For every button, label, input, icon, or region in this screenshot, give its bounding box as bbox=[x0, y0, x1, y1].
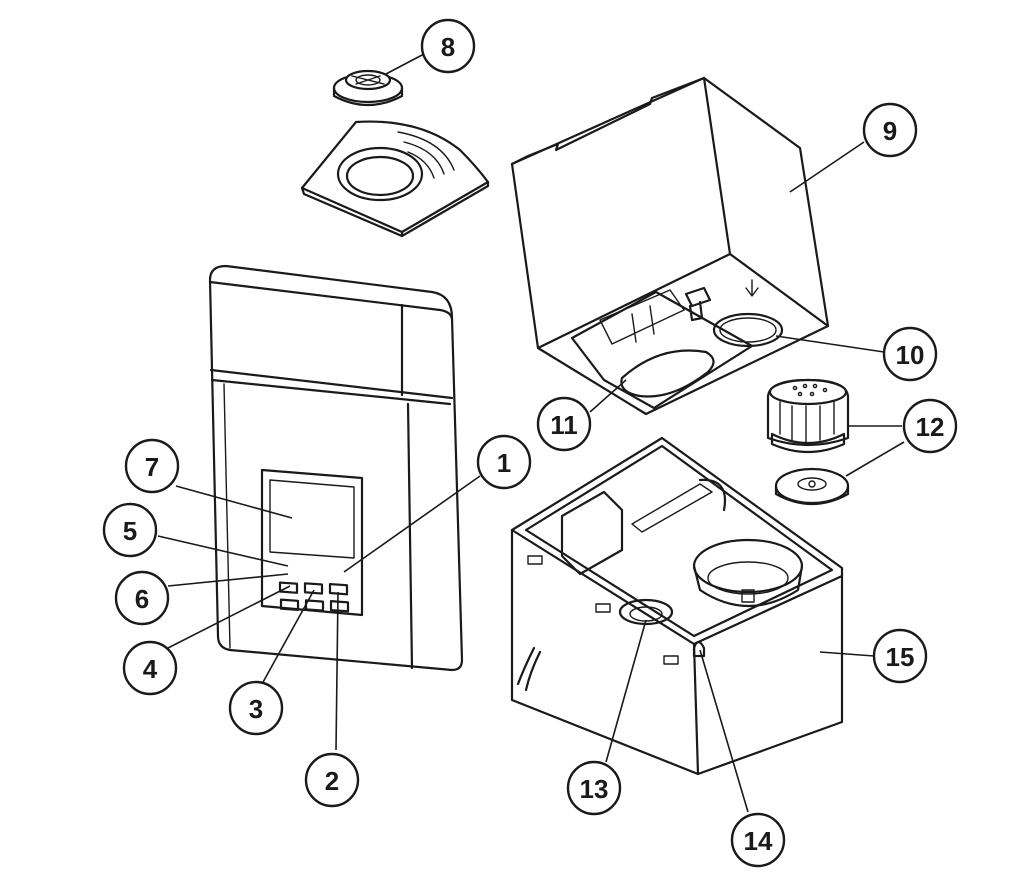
callout-7: 7 bbox=[124, 438, 180, 494]
button-2-shape bbox=[329, 600, 350, 613]
callout-10: 10 bbox=[882, 326, 938, 382]
callout-5-label: 5 bbox=[123, 516, 137, 546]
callout-4-label: 4 bbox=[143, 654, 158, 684]
water-level-sensor-shape bbox=[692, 640, 706, 658]
callout-7-label: 7 bbox=[145, 452, 159, 482]
mist-nozzle-illustration bbox=[332, 69, 404, 106]
callout-2-label: 2 bbox=[325, 766, 339, 796]
button-6-shape bbox=[303, 582, 324, 595]
callout-1-label: 1 bbox=[497, 448, 511, 478]
callout-3: 3 bbox=[228, 680, 284, 736]
callout-3-label: 3 bbox=[249, 694, 263, 724]
tank-seal-ring-shape bbox=[712, 312, 784, 348]
callout-2: 2 bbox=[304, 752, 360, 808]
button-5-shape bbox=[278, 581, 299, 594]
tank-handle-shape bbox=[620, 349, 715, 398]
callout-12: 12 bbox=[902, 398, 958, 454]
callout-6: 6 bbox=[114, 570, 170, 626]
callout-9-label: 9 bbox=[883, 116, 897, 146]
callout-14-label: 14 bbox=[744, 826, 773, 856]
callout-13-label: 13 bbox=[580, 774, 609, 804]
callout-13: 13 bbox=[566, 760, 622, 816]
water-tank-illustration bbox=[510, 76, 830, 416]
display-window bbox=[269, 479, 355, 559]
callout-4: 4 bbox=[122, 640, 178, 696]
callout-15-label: 15 bbox=[886, 642, 915, 672]
callout-1: 1 bbox=[476, 434, 532, 490]
callout-14: 14 bbox=[730, 812, 786, 868]
front-housing bbox=[208, 264, 464, 672]
leader-lines bbox=[157, 53, 905, 813]
filter-cartridge-illustration bbox=[766, 378, 850, 505]
callout-5: 5 bbox=[102, 502, 158, 558]
callout-12-label: 12 bbox=[916, 412, 945, 442]
callout-15: 15 bbox=[872, 628, 928, 684]
button-4-shape bbox=[279, 598, 300, 611]
callout-8: 8 bbox=[420, 18, 476, 74]
base-illustration bbox=[510, 436, 844, 776]
callout-8-label: 8 bbox=[441, 32, 455, 62]
callout-9: 9 bbox=[862, 102, 918, 158]
top-cover-plate bbox=[300, 120, 490, 238]
callout-11-label: 11 bbox=[550, 410, 578, 440]
transducer-shape bbox=[618, 598, 674, 626]
callout-11: 11 bbox=[536, 396, 592, 452]
callout-10-label: 10 bbox=[896, 340, 925, 370]
callout-6-label: 6 bbox=[135, 584, 149, 614]
